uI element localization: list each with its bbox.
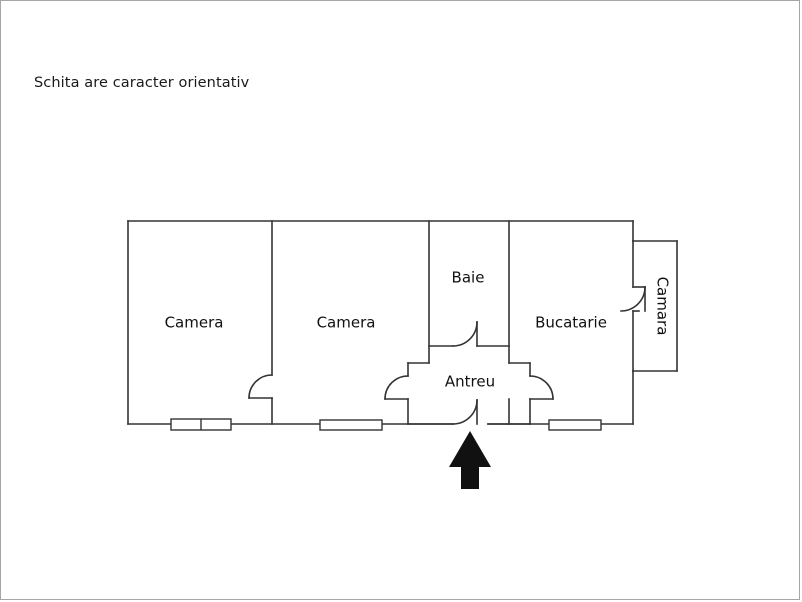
room-label-camera-mid: Camera — [317, 314, 376, 332]
window-group — [170, 418, 602, 431]
room-label-camera-left: Camera — [165, 314, 224, 332]
entrance-arrow — [449, 431, 491, 489]
door-arc-camara — [620, 286, 646, 312]
room-label-camara: Camara — [654, 277, 672, 336]
window-right — [548, 419, 602, 431]
door-arc-antreu-left — [384, 375, 409, 400]
page-title: Schita are caracter orientativ — [34, 75, 250, 91]
room-label-bucatarie: Bucatarie — [535, 314, 607, 332]
room-label-antreu: Antreu — [445, 373, 495, 391]
door-arc-antreu-right — [529, 375, 554, 400]
door-arc-entrance — [452, 399, 478, 425]
window-middle — [319, 419, 383, 431]
room-label-baie: Baie — [452, 269, 485, 287]
door-arc-camera-1 — [248, 374, 273, 399]
door-arc-baie — [452, 321, 478, 347]
